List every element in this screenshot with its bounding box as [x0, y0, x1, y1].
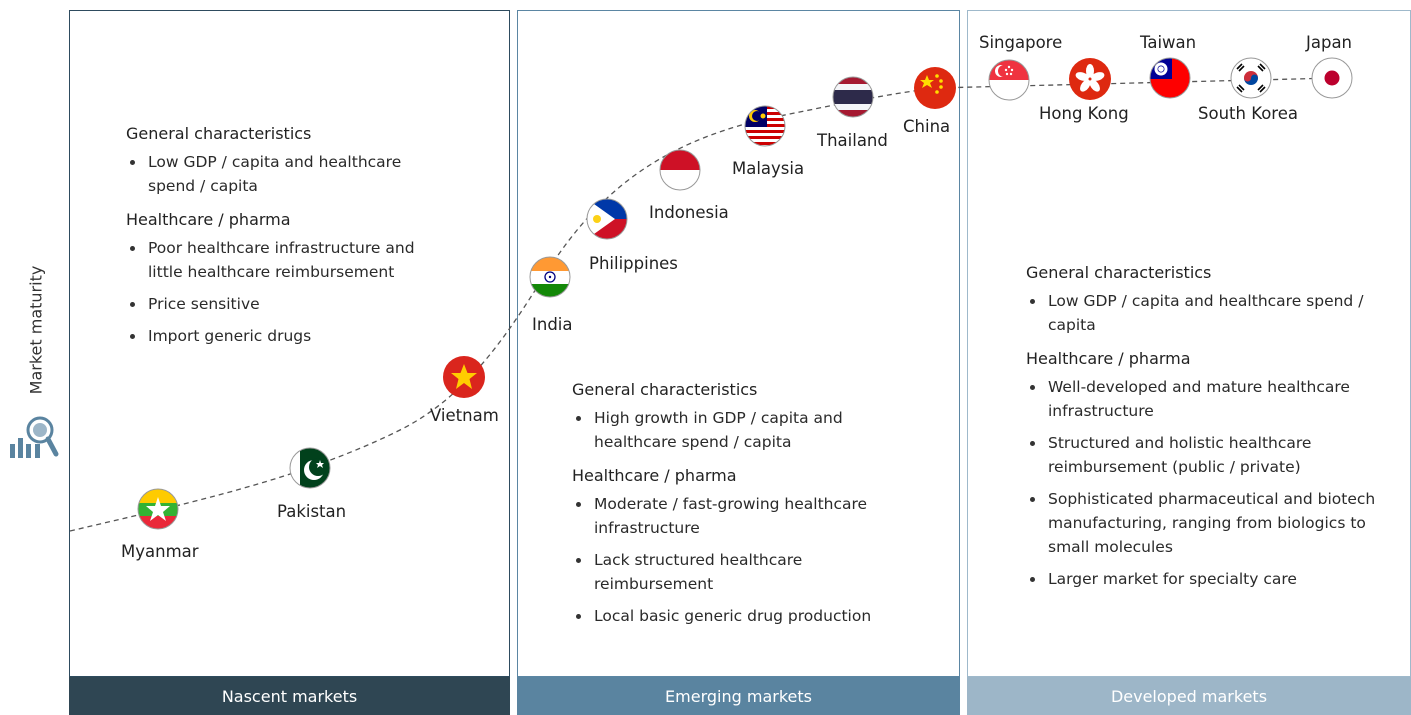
list-item: Larger market for specialty care [1026, 567, 1386, 591]
india-flag-icon [529, 256, 571, 298]
country-label-myanmar: Myanmar [121, 542, 199, 561]
china-flag-icon [914, 67, 956, 109]
hong-kong-flag-icon [1069, 58, 1111, 100]
country-label-taiwan: Taiwan [1140, 33, 1197, 52]
list-item: Local basic generic drug production [572, 604, 902, 628]
pharma-heading: Healthcare / pharma [572, 466, 737, 485]
country-label-hong-kong: Hong Kong [1039, 104, 1129, 123]
country-label-thailand: Thailand [817, 131, 888, 150]
vietnam-flag-icon [443, 356, 485, 398]
country-label-india: India [532, 315, 573, 334]
malaysia-flag-icon [744, 105, 786, 147]
country-label-philippines: Philippines [589, 254, 678, 273]
south-korea-flag-icon [1230, 57, 1272, 99]
philippines-flag-icon [586, 198, 628, 240]
general-heading: General characteristics [1026, 263, 1212, 282]
nascent-panel [69, 10, 510, 677]
emerging-panel [517, 10, 960, 677]
general-heading: General characteristics [126, 124, 312, 143]
list-item: Sophisticated pharmaceutical and biotech… [1026, 487, 1386, 559]
nascent-text: General characteristics Low GDP / capita… [126, 122, 436, 358]
country-label-indonesia: Indonesia [649, 203, 729, 222]
emerging-footer: Emerging markets [517, 677, 960, 715]
country-label-south-korea: South Korea [1198, 104, 1298, 123]
country-label-china: China [903, 117, 951, 136]
list-item: Structured and holistic healthcare reimb… [1026, 431, 1386, 479]
list-item: Poor healthcare infrastructure and littl… [126, 236, 436, 284]
pharma-heading: Healthcare / pharma [126, 210, 291, 229]
list-item: High growth in GDP / capita and healthca… [572, 406, 902, 454]
magnifier-chart-icon [10, 416, 59, 458]
nascent-footer: Nascent markets [69, 677, 510, 715]
list-item: Well-developed and mature healthcare inf… [1026, 375, 1386, 423]
country-label-singapore: Singapore [979, 33, 1063, 52]
country-label-japan: Japan [1306, 33, 1353, 52]
y-axis: Market maturity [0, 0, 60, 715]
list-item: Moderate / fast-growing healthcare infra… [572, 492, 902, 540]
indonesia-flag-icon [659, 149, 701, 191]
general-heading: General characteristics [572, 380, 758, 399]
list-item: Low GDP / capita and healthcare spend / … [126, 150, 436, 198]
list-item: Lack structured healthcare reimbursement [572, 548, 902, 596]
developed-text: General characteristics Low GDP / capita… [1026, 261, 1386, 601]
country-label-malaysia: Malaysia [732, 159, 805, 178]
maturity-curve-path [69, 77, 1336, 532]
list-item: Price sensitive [126, 292, 436, 316]
thailand-flag-icon [832, 76, 874, 118]
pharma-heading: Healthcare / pharma [1026, 349, 1191, 368]
emerging-text: General characteristics High growth in G… [572, 378, 902, 638]
singapore-flag-icon [988, 59, 1030, 101]
japan-flag-icon [1311, 57, 1353, 99]
country-label-vietnam: Vietnam [430, 406, 499, 425]
country-label-pakistan: Pakistan [277, 502, 347, 521]
myanmar-flag-icon [137, 488, 179, 530]
taiwan-flag-icon [1149, 57, 1191, 99]
developed-footer: Developed markets [967, 677, 1411, 715]
list-item: Low GDP / capita and healthcare spend / … [1026, 289, 1386, 337]
list-item: Import generic drugs [126, 324, 436, 348]
pakistan-flag-icon [289, 447, 331, 489]
